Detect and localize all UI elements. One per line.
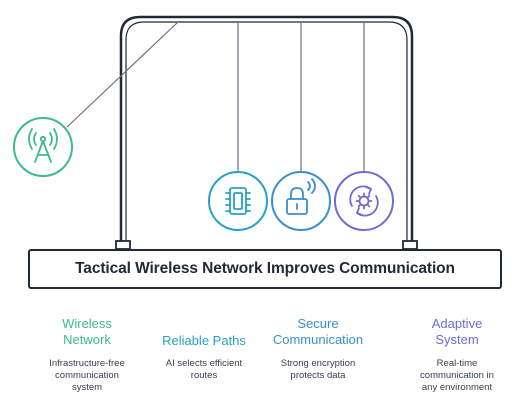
- feature-title: Wireless Network: [62, 316, 112, 347]
- feature-description: Strong encryption protects data: [280, 358, 356, 381]
- feature-wireless-network: Wireless Network Infrastructure-free com…: [28, 316, 146, 394]
- swing-string: [66, 21, 179, 128]
- feature-description: Infrastructure-free communication system: [49, 358, 125, 393]
- antenna-icon: [28, 128, 58, 163]
- chip-ball: [208, 171, 268, 231]
- feature-title: Secure Communication: [272, 316, 364, 347]
- feature-title: Adaptive System: [431, 316, 483, 347]
- chip-icon: [225, 187, 251, 215]
- strings: [66, 21, 365, 172]
- gear-cycle-icon: [349, 185, 379, 217]
- lock-ball: [271, 171, 331, 231]
- gear-cycle-ball: [334, 171, 394, 231]
- feature-description: Real-time communication in any environme…: [420, 358, 494, 393]
- lock-wifi-icon: [286, 178, 316, 215]
- feature-description: AI selects efficient routes: [165, 358, 243, 381]
- feature-title: Reliable Paths: [162, 333, 246, 348]
- feature-adaptive-system: Adaptive System Real-time communication …: [398, 316, 516, 394]
- feature-secure-communication: Secure Communication Strong encryption p…: [259, 316, 377, 382]
- feature-reliable-paths: Reliable Paths AI selects efficient rout…: [145, 333, 263, 382]
- base-bar: Tactical Wireless Network Improves Commu…: [28, 249, 502, 289]
- antenna-ball: [13, 117, 73, 177]
- diagram-title: Tactical Wireless Network Improves Commu…: [75, 260, 455, 277]
